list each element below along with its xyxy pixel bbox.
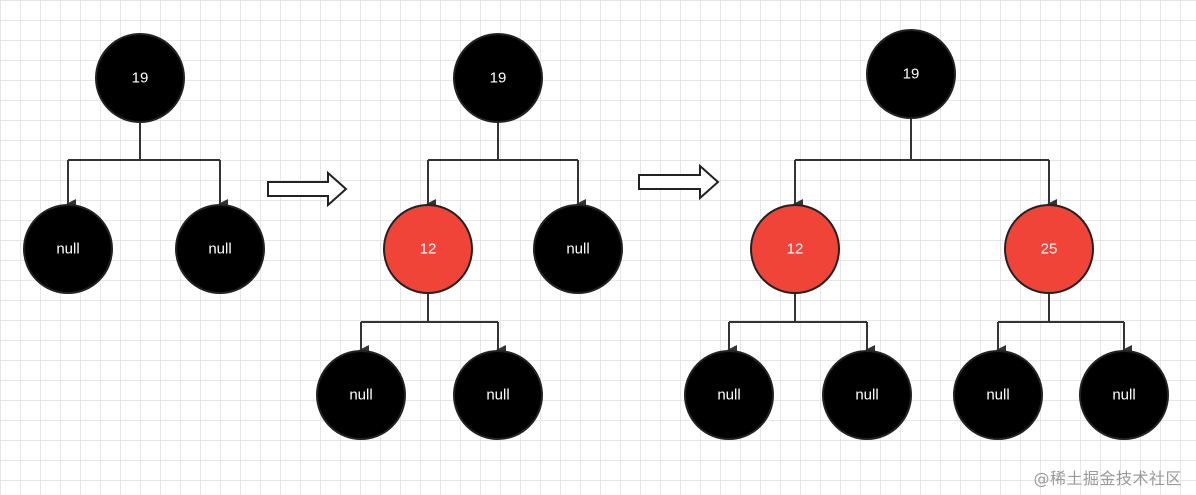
transition-arrow-1	[267, 170, 348, 208]
tree-2-child-1-grandchild-1-node-circle	[316, 350, 406, 440]
tree-2-child-2-node-label: null	[566, 241, 589, 258]
tree-1-child-1-node: null	[23, 204, 113, 294]
tree-3-child-2-grandchild-1-node-label: null	[986, 387, 1009, 404]
tree-1-root-node: 19	[95, 33, 185, 123]
tree-3-child-2-grandchild-2-node: null	[1079, 350, 1169, 440]
tree-1-child-2-node-label: null	[208, 241, 231, 258]
tree-1-child-1-node-label: null	[56, 241, 79, 258]
tree-2-root-node-label: 19	[490, 70, 507, 87]
tree-2-child-1-grandchild-1-node: null	[316, 350, 406, 440]
tree-3-child-1-grandchild-1-node: null	[684, 350, 774, 440]
transition-arrow-2	[638, 163, 720, 201]
tree-3-child-1-node-label: 12	[787, 241, 804, 258]
tree-3-child-2-node-circle	[1004, 204, 1094, 294]
nodes-layer: 19 null null 19 null null 12 null 19 null null 12 nu…	[23, 29, 1169, 440]
tree-3-child-2-grandchild-1-node-circle	[953, 350, 1043, 440]
tree-2-child-1-node: 12	[383, 204, 473, 294]
tree-3-root-node: 19	[866, 29, 956, 119]
tree-3-child-1-grandchild-2-node-circle	[822, 350, 912, 440]
tree-2-child-2-node: null	[533, 204, 623, 294]
tree-2-child-1-node-circle	[383, 204, 473, 294]
tree-1-child-1-node-circle	[23, 204, 113, 294]
tree-3-child-2-node-label: 25	[1041, 241, 1058, 258]
tree-2-child-2-node-circle	[533, 204, 623, 294]
tree-1-root-node-circle	[95, 33, 185, 123]
tree-3-child-2-node: 25	[1004, 204, 1094, 294]
tree-3-child-1-grandchild-2-node-label: null	[855, 387, 878, 404]
tree-2-root-node-circle	[453, 33, 543, 123]
tree-3-child-1-grandchild-1-node-circle	[684, 350, 774, 440]
tree-2-child-1-grandchild-2-node: null	[453, 350, 543, 440]
tree-3-child-2-grandchild-2-node-label: null	[1112, 387, 1135, 404]
tree-3-child-1-node: 12	[750, 204, 840, 294]
tree-1-child-2-node: null	[175, 204, 265, 294]
tree-3-root-node-circle	[866, 29, 956, 119]
tree-2-child-1-grandchild-1-node-label: null	[349, 387, 372, 404]
watermark-text: @稀土掘金技术社区	[1033, 469, 1182, 488]
tree-3-child-1-grandchild-1-node-label: null	[717, 387, 740, 404]
tree-2-child-1-node-label: 12	[420, 241, 437, 258]
tree-2-root-node: 19	[453, 33, 543, 123]
edges-layer	[66, 118, 1132, 355]
tree-1-child-2-node-circle	[175, 204, 265, 294]
tree-3-root-node-label: 19	[903, 66, 920, 83]
tree-3-child-1-grandchild-2-node: null	[822, 350, 912, 440]
tree-3-child-2-grandchild-2-node-circle	[1079, 350, 1169, 440]
tree-3-child-1-node-circle	[750, 204, 840, 294]
transition-arrows	[267, 163, 720, 208]
tree-2-child-1-grandchild-2-node-circle	[453, 350, 543, 440]
tree-3-child-2-grandchild-1-node: null	[953, 350, 1043, 440]
tree-2-child-1-grandchild-2-node-label: null	[486, 387, 509, 404]
tree-1-root-node-label: 19	[132, 70, 149, 87]
